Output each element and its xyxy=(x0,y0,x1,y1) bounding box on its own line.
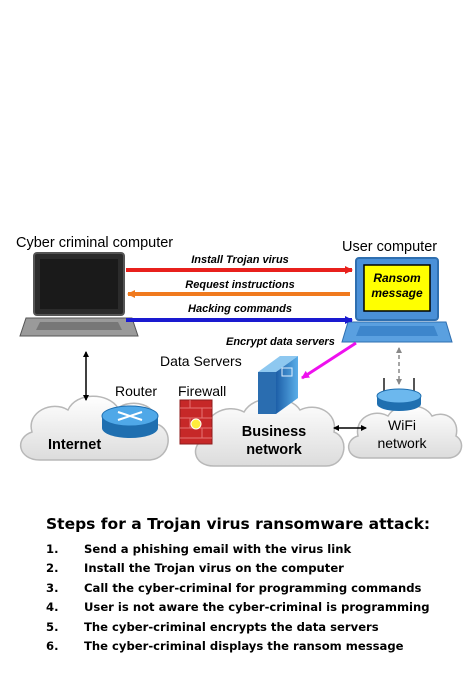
ransom-message-line2: message xyxy=(371,286,423,300)
encrypt-data-servers-label: Encrypt data servers xyxy=(226,336,335,348)
step-item: 5. The cyber-criminal encrypts the data s… xyxy=(46,617,456,637)
steps-title: Steps for a Trojan virus ransomware atta… xyxy=(46,515,431,533)
step-number: 1. xyxy=(46,541,59,556)
ransom-message-line1: Ransom xyxy=(373,271,421,285)
user-computer-label: User computer xyxy=(342,239,437,255)
router-label: Router xyxy=(115,383,157,399)
firewall-icon xyxy=(179,399,213,445)
business-network-line1: Business xyxy=(242,424,306,440)
step-text: The cyber-criminal displays the ransom m… xyxy=(84,639,404,654)
wifi-network-line2: network xyxy=(377,435,427,451)
data-servers-label: Data Servers xyxy=(160,353,242,369)
step-text: Send a phishing email with the virus lin… xyxy=(84,541,352,556)
step-text: Install the Trojan virus on the computer xyxy=(84,561,344,576)
step-number: 3. xyxy=(46,580,59,595)
wifi-network-line1: WiFi xyxy=(388,417,416,433)
step-text: User is not aware the cyber-criminal is … xyxy=(84,600,430,615)
cyber-criminal-computer-label: Cyber criminal computer xyxy=(16,235,173,251)
hacking-commands-label: Hacking commands xyxy=(188,303,292,315)
step-item: 4. User is not aware the cyber-criminal i… xyxy=(46,598,456,618)
step-number: 4. xyxy=(46,600,59,615)
attack-steps-section: Steps for a Trojan virus ransomware atta… xyxy=(46,515,456,656)
step-text: The cyber-criminal encrypts the data ser… xyxy=(84,619,379,634)
data-server-icon xyxy=(258,356,298,414)
cyber-criminal-laptop xyxy=(19,252,139,337)
router-icon xyxy=(101,405,159,438)
step-number: 6. xyxy=(46,639,59,654)
firewall-label: Firewall xyxy=(178,383,226,399)
step-item: 6. The cyber-criminal displays the ransom… xyxy=(46,637,456,657)
step-item: 3. Call the cyber-criminal for programmin… xyxy=(46,578,456,598)
internet-label: Internet xyxy=(48,437,101,453)
step-number: 2. xyxy=(46,561,59,576)
step-item: 2. Install the Trojan virus on the comput… xyxy=(46,559,456,579)
user-laptop xyxy=(341,257,453,343)
request-instructions-label: Request instructions xyxy=(185,279,294,291)
step-item: 1. Send a phishing email with the virus l… xyxy=(46,539,456,559)
wifi-access-point-icon xyxy=(376,378,422,411)
encrypt-servers-arrow xyxy=(301,341,357,380)
step-number: 5. xyxy=(46,619,59,634)
install-trojan-label: Install Trojan virus xyxy=(191,254,289,266)
business-network-line2: network xyxy=(246,442,303,458)
step-text: Call the cyber-criminal for programming … xyxy=(84,580,422,595)
